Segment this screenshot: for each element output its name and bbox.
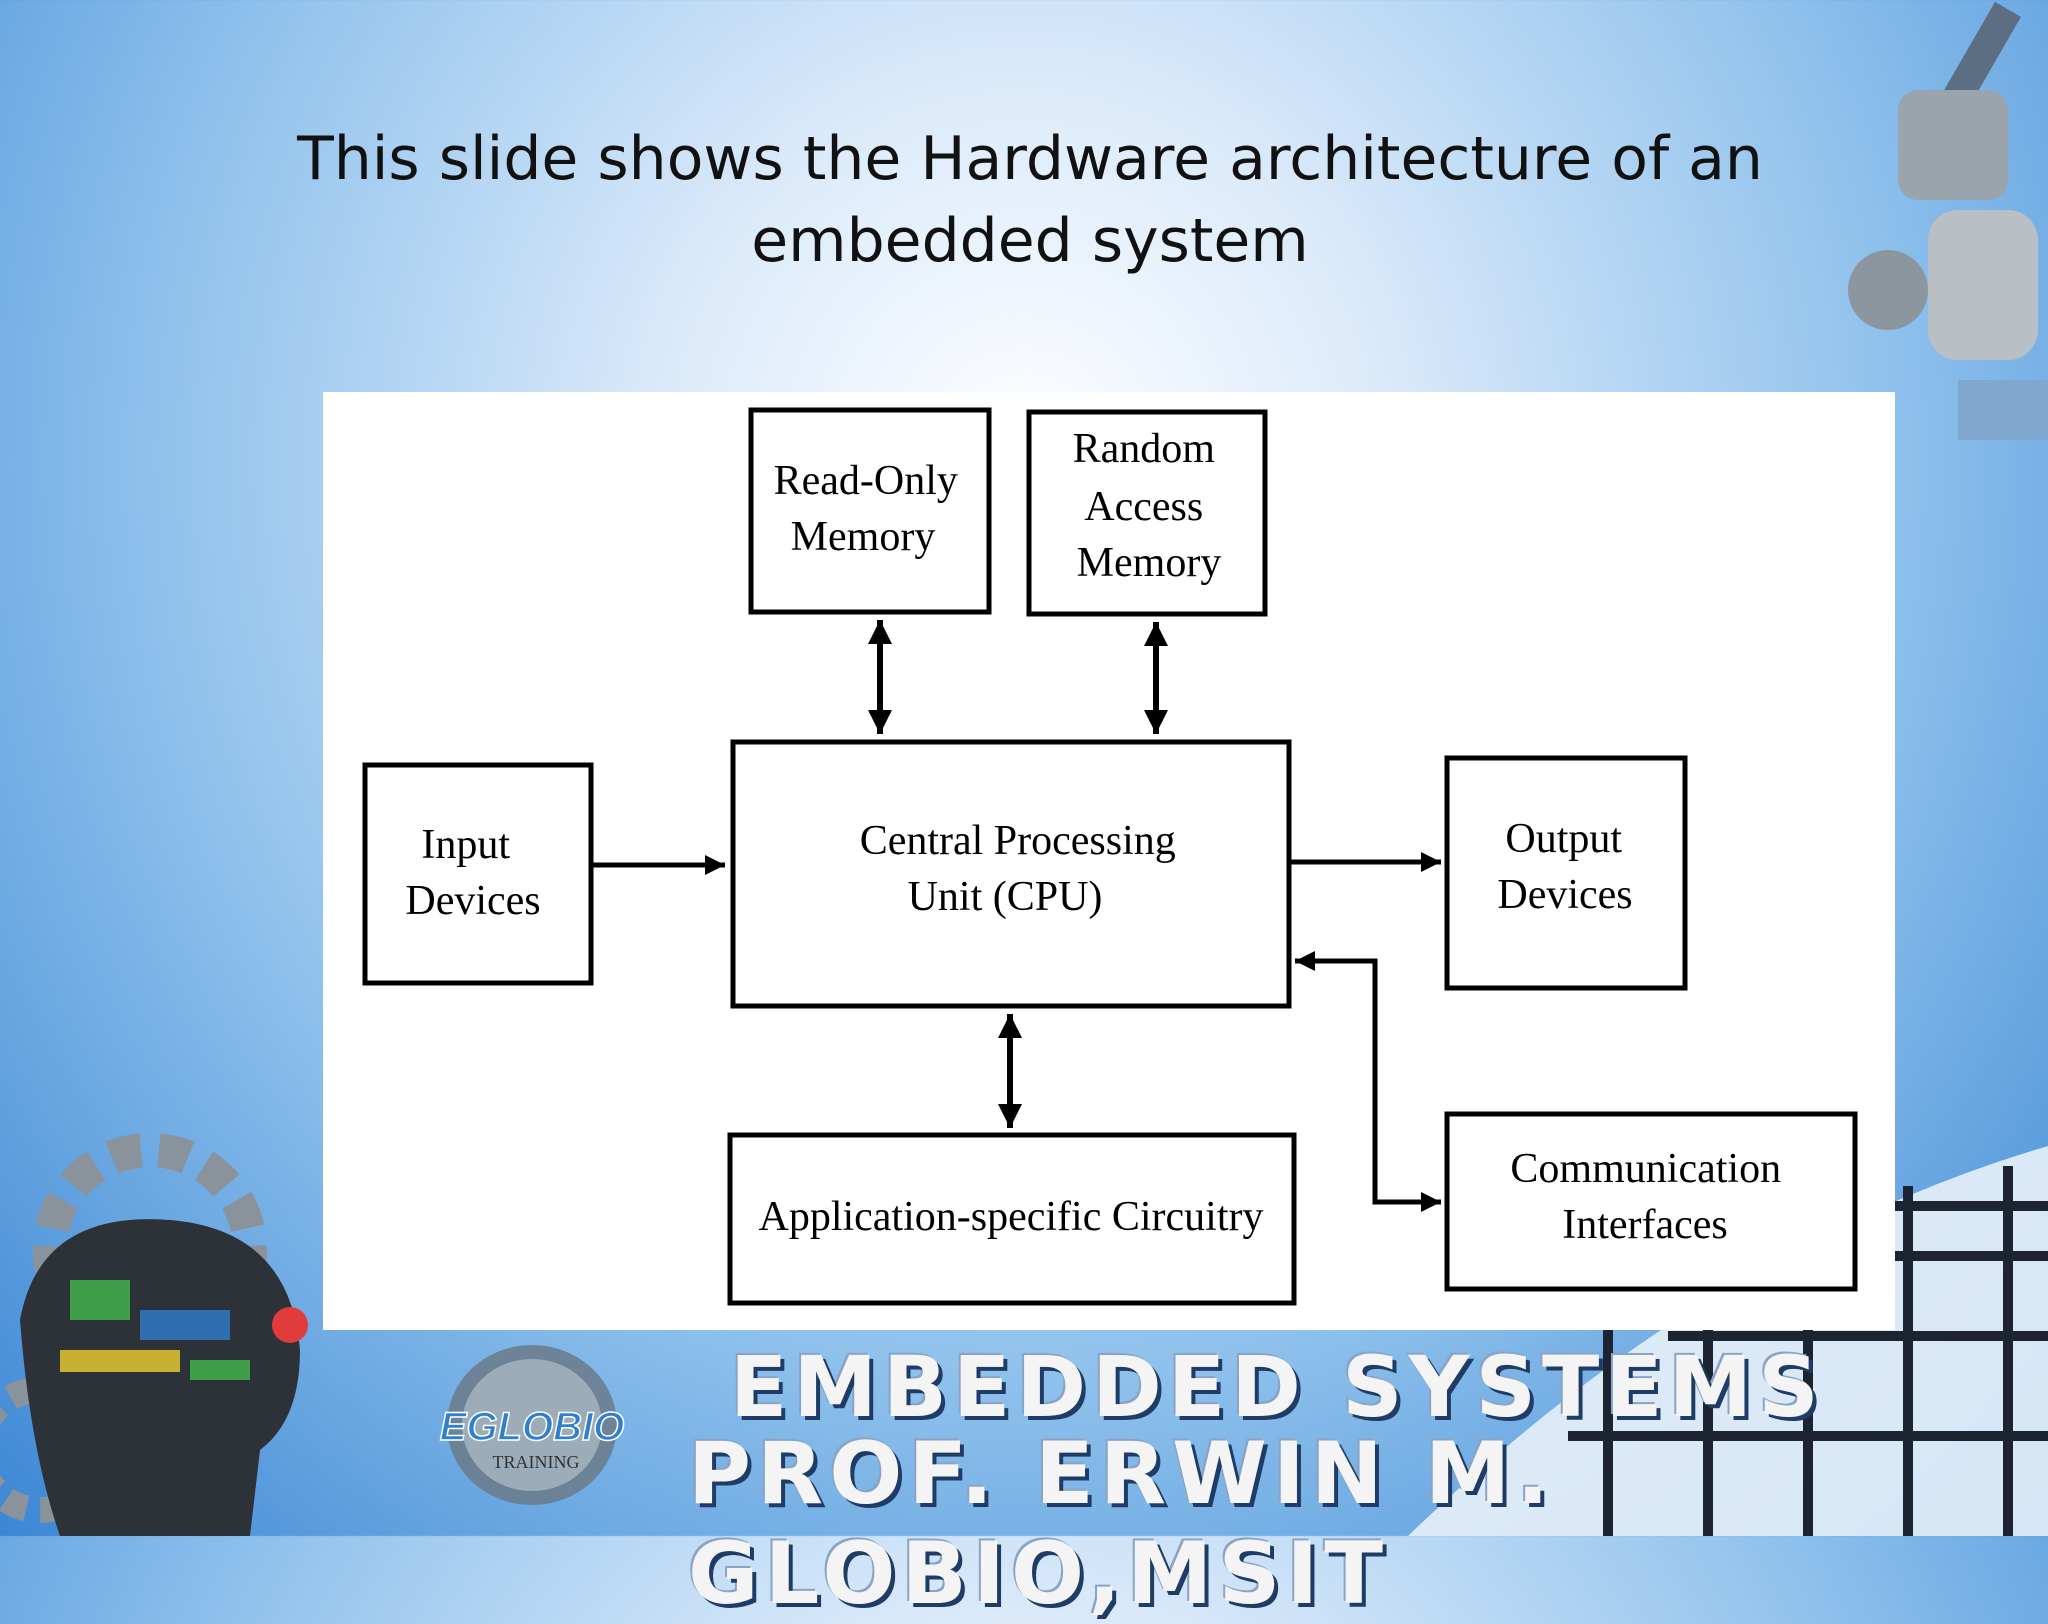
block-diagram-svg: Read-Only Memory Random Access Memory Ce… <box>362 407 1858 1306</box>
cpu-comm-arrow <box>1295 951 1441 1212</box>
instructor-name: PROF. ERWIN M. GLOBIO,MSIT <box>688 1424 1556 1624</box>
robot-illustration <box>1848 1 2048 440</box>
gear-head-illustration <box>0 1133 308 1536</box>
asc-label: Application-specific Circuitry <box>758 1194 1263 1240</box>
comm-box <box>1444 1111 1858 1292</box>
comm-label: Communication Interfaces <box>1510 1146 1791 1248</box>
svg-text:TRAINING: TRAINING <box>493 1452 580 1472</box>
rom-label: Read-Only Memory <box>774 458 969 560</box>
ram-box <box>1026 409 1268 617</box>
rom-box <box>748 407 992 615</box>
architecture-diagram: Read-Only Memory Random Access Memory Ce… <box>323 392 1895 1330</box>
asc-box <box>727 1132 1297 1306</box>
output-box <box>1444 755 1688 991</box>
ram-label: Random Access Memory <box>1073 426 1226 586</box>
svg-text:EGLOBIO: EGLOBIO <box>440 1405 624 1449</box>
output-label: Output Devices <box>1497 816 1632 918</box>
eglobio-logo: EGLOBIO TRAINING <box>439 1345 625 1505</box>
cpu-label: Central Processing Unit (CPU) <box>860 818 1187 920</box>
course-title: EMBEDDED SYSTEMS <box>730 1338 1825 1436</box>
slide-title: This slide shows the Hardware architectu… <box>297 124 1763 276</box>
input-box <box>362 762 594 986</box>
input-label: Input Devices <box>405 822 540 924</box>
cpu-box <box>730 739 1292 1009</box>
